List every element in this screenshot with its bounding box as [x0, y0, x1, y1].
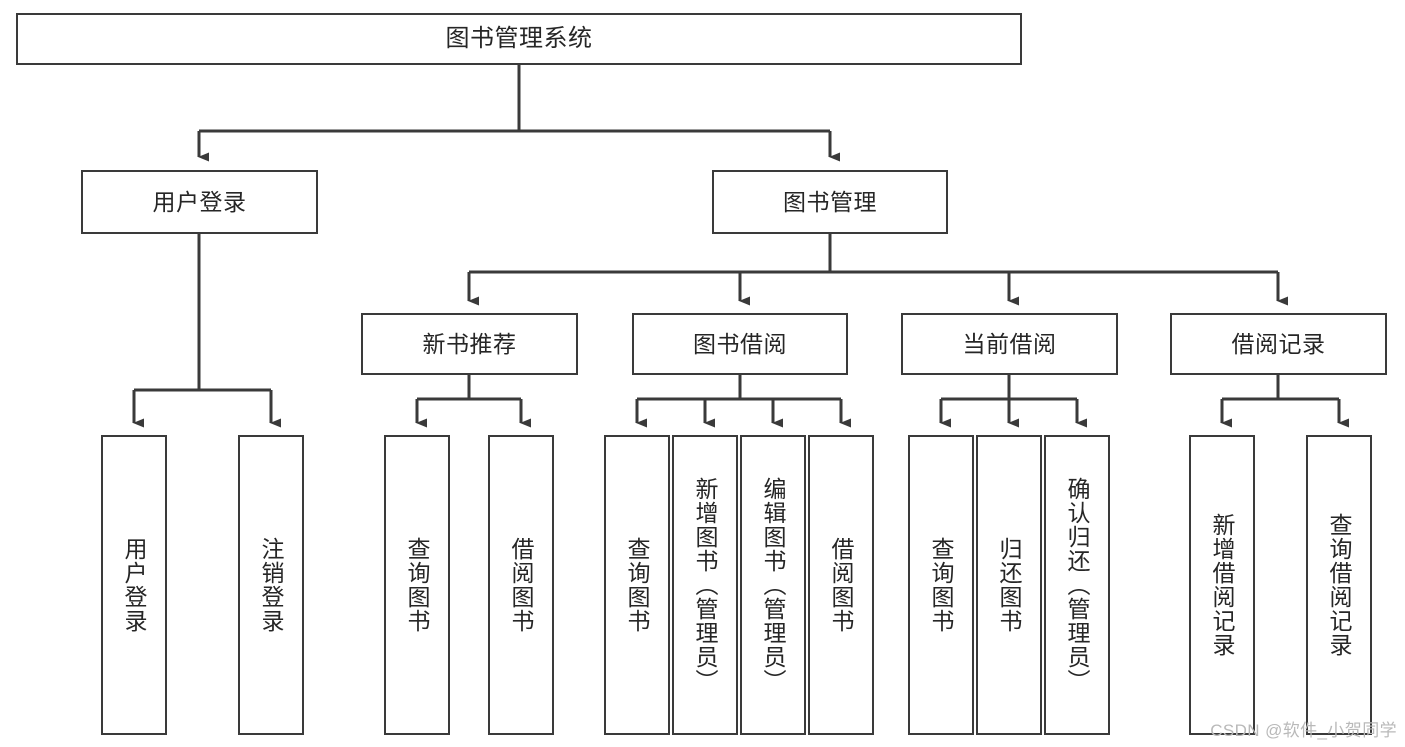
leaf-borrow-records-query-record[interactable]: 查询借阅记录	[1306, 435, 1372, 735]
leaf-user-login-signin[interactable]: 用户登录	[101, 435, 167, 735]
leaf-current-borrow-return-book[interactable]: 归还图书	[976, 435, 1042, 735]
node-root-book-management-system[interactable]: 图书管理系统	[16, 13, 1022, 65]
leaf-book-borrow-add-book-admin[interactable]: 新增图书（管理员）	[672, 435, 738, 735]
node-user-login[interactable]: 用户登录	[81, 170, 318, 234]
node-book-management[interactable]: 图书管理	[712, 170, 948, 234]
node-current-borrow[interactable]: 当前借阅	[901, 313, 1118, 375]
leaf-current-borrow-confirm-return-admin[interactable]: 确认归还（管理员）	[1044, 435, 1110, 735]
leaf-book-borrow-query-book[interactable]: 查询图书	[604, 435, 670, 735]
leaf-new-book-query-book[interactable]: 查询图书	[384, 435, 450, 735]
leaf-current-borrow-query-book[interactable]: 查询图书	[908, 435, 974, 735]
leaf-borrow-records-add-record[interactable]: 新增借阅记录	[1189, 435, 1255, 735]
csdn-watermark: CSDN @软件_小贺同学	[1210, 721, 1397, 740]
node-borrow-records[interactable]: 借阅记录	[1170, 313, 1387, 375]
leaf-user-login-logout[interactable]: 注销登录	[238, 435, 304, 735]
leaf-book-borrow-edit-book-admin[interactable]: 编辑图书（管理员）	[740, 435, 806, 735]
node-book-borrow[interactable]: 图书借阅	[632, 313, 848, 375]
leaf-book-borrow-borrow-book[interactable]: 借阅图书	[808, 435, 874, 735]
leaf-new-book-borrow-book[interactable]: 借阅图书	[488, 435, 554, 735]
node-new-book-recommend[interactable]: 新书推荐	[361, 313, 578, 375]
